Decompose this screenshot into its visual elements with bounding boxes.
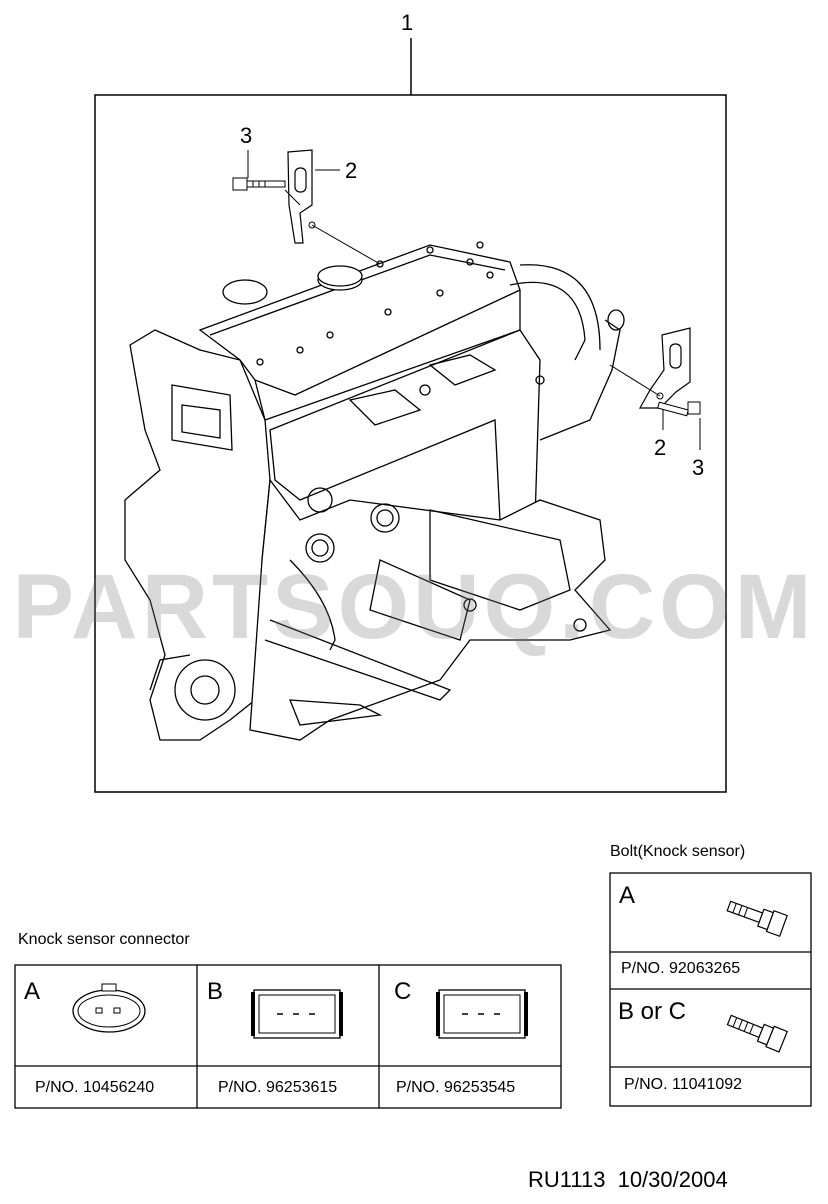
connector-a-drawing <box>72 983 146 1033</box>
connector-a-letter: A <box>24 978 41 1005</box>
footer-code: RU1113 <box>528 1167 606 1192</box>
knock-connector-table <box>14 964 562 1109</box>
callout-2-right: 2 <box>654 435 667 460</box>
bolt-a-letter: A <box>619 882 636 909</box>
bolt-bc-letter: B or C <box>618 998 687 1025</box>
connector-a-pno: P/NO. 10456240 <box>35 1079 155 1096</box>
knock-connector-title: Knock sensor connector <box>18 931 190 948</box>
callout-2-top: 2 <box>345 158 358 183</box>
footer-date: 10/30/2004 <box>617 1167 728 1192</box>
callout-3-right: 3 <box>692 455 705 480</box>
connector-c-letter: C <box>394 978 412 1005</box>
bolt-bc-drawing <box>726 1014 789 1053</box>
bracket-right-drawing <box>638 327 691 409</box>
connector-b-drawing <box>251 989 343 1039</box>
bracket-top-drawing <box>287 149 316 244</box>
bolt-table-title: Bolt(Knock sensor) <box>610 843 746 860</box>
callout-3-top: 3 <box>240 123 253 148</box>
engine-diagram <box>94 38 727 793</box>
bolt-a-pno: P/NO. 92063265 <box>621 960 741 977</box>
bolt-top-drawing <box>232 177 286 191</box>
connector-b-letter: B <box>207 978 224 1005</box>
connector-c-pno: P/NO. 96253545 <box>396 1079 516 1096</box>
bolt-bc-pno: P/NO. 11041092 <box>624 1076 743 1093</box>
connector-c-drawing <box>436 989 528 1039</box>
callout-1: 1 <box>401 10 414 35</box>
footer: RU1113 10/30/2004 <box>528 1167 728 1193</box>
diagram-frame <box>94 94 727 793</box>
engine-block <box>124 241 625 741</box>
bolt-right-drawing <box>657 401 701 417</box>
bolt-a-drawing <box>726 900 788 937</box>
connector-b-pno: P/NO. 96253615 <box>218 1079 338 1096</box>
bolt-table <box>609 872 812 1107</box>
